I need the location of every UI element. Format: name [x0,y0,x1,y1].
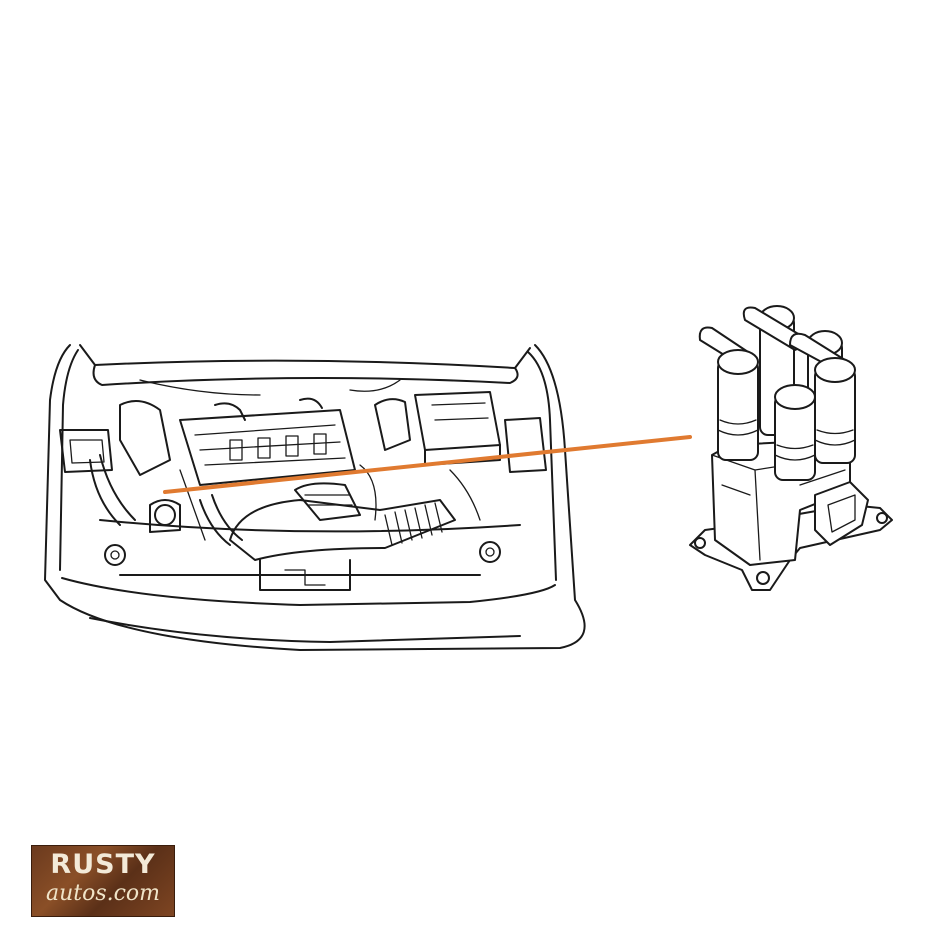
callout-line [163,435,692,494]
rustyautos-logo: RUSTY autos.com [31,845,175,917]
ignition-coil-pack-illustration [689,305,893,591]
logo-top-text: RUSTY [50,849,156,880]
logo-bottom-text: autos.com [45,881,161,906]
car-front-illustration [44,344,586,651]
